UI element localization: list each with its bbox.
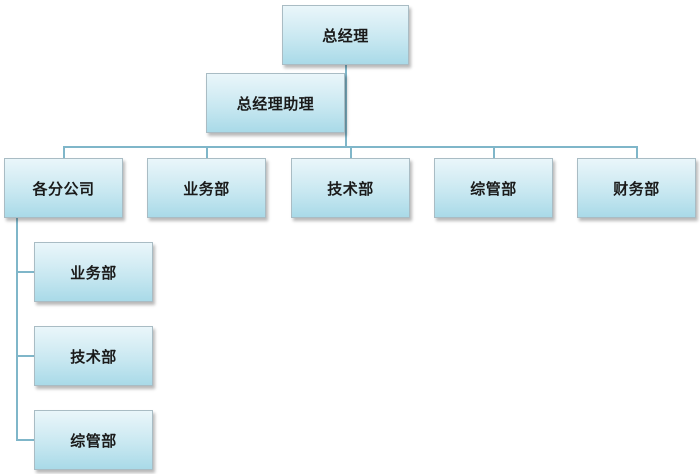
node-label: 总经理 <box>322 26 369 45</box>
node-general-admin-dept: 综管部 <box>434 158 553 218</box>
node-label: 各分公司 <box>32 179 95 198</box>
node-branch-general-admin-dept: 综管部 <box>34 410 153 470</box>
node-technology-dept: 技术部 <box>291 158 410 218</box>
node-label: 技术部 <box>327 179 374 198</box>
node-label: 业务部 <box>183 179 230 198</box>
connector-ceo-trunk <box>345 65 347 147</box>
connector-drop-finance <box>636 146 638 158</box>
node-branch-companies: 各分公司 <box>4 158 123 218</box>
connector-drop-admin <box>493 146 495 158</box>
node-label: 综管部 <box>470 179 517 198</box>
connector-drop-tech <box>350 146 352 158</box>
connector-branch-sub-biz <box>16 271 34 273</box>
connector-branch-sub-admin <box>16 439 34 441</box>
node-finance-dept: 财务部 <box>577 158 696 218</box>
node-label: 技术部 <box>70 347 117 366</box>
connector-branch-trunk <box>16 218 18 441</box>
connector-drop-biz <box>206 146 208 158</box>
connector-drop-branch <box>63 146 65 158</box>
node-general-manager: 总经理 <box>282 5 409 65</box>
connector-assistant-branch <box>345 102 347 104</box>
connector-branch-sub-tech <box>16 355 34 357</box>
node-label: 业务部 <box>70 263 117 282</box>
node-branch-technology-dept: 技术部 <box>34 326 153 386</box>
node-business-dept: 业务部 <box>147 158 266 218</box>
node-label: 综管部 <box>70 431 117 450</box>
node-label: 财务部 <box>613 179 660 198</box>
node-label: 总经理助理 <box>236 94 315 113</box>
node-general-manager-assistant: 总经理助理 <box>206 73 345 133</box>
node-branch-business-dept: 业务部 <box>34 242 153 302</box>
